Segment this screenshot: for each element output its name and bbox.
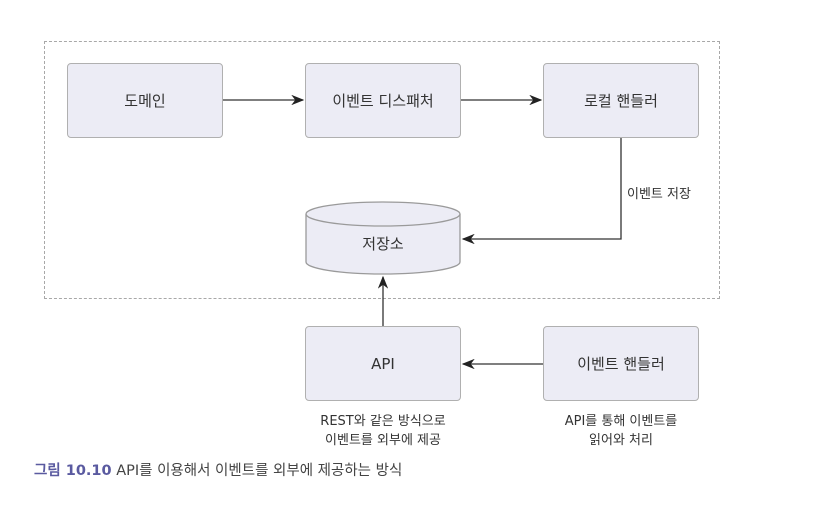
- store-cylinder: [305, 201, 461, 275]
- event-handler-note-line1: API를 통해 이벤트를: [564, 414, 678, 429]
- api-note-line1: REST와 같은 방식으로: [320, 414, 446, 429]
- node-event-handler-label: 이벤트 핸들러: [577, 355, 665, 373]
- api-note: REST와 같은 방식으로 이벤트를 외부에 제공: [283, 412, 483, 450]
- figure-caption-text: API를 이용해서 이벤트를 외부에 제공하는 방식: [111, 463, 403, 479]
- node-domain-label: 도메인: [124, 92, 166, 110]
- node-local-handler-label: 로컬 핸들러: [584, 92, 658, 110]
- arrow-local-handler-to-store: [461, 138, 622, 245]
- system-boundary: [44, 41, 720, 299]
- event-handler-note-line2: 읽어와 처리: [589, 433, 653, 448]
- event-handler-note: API를 통해 이벤트를 읽어와 처리: [521, 412, 721, 450]
- node-event-handler: 이벤트 핸들러: [543, 326, 699, 401]
- api-note-line2: 이벤트를 외부에 제공: [325, 433, 441, 448]
- node-store-label: 저장소: [362, 235, 404, 253]
- figure-number: 그림 10.10: [34, 463, 112, 479]
- node-event-dispatcher: 이벤트 디스패처: [305, 63, 461, 138]
- edge-label-store-event: 이벤트 저장: [627, 187, 691, 202]
- node-local-handler: 로컬 핸들러: [543, 63, 699, 138]
- figure-caption: 그림 10.10 API를 이용해서 이벤트를 외부에 제공하는 방식: [34, 459, 402, 480]
- node-event-dispatcher-label: 이벤트 디스패처: [332, 92, 434, 110]
- node-domain: 도메인: [67, 63, 223, 138]
- node-api: API: [305, 326, 461, 401]
- node-api-label: API: [371, 354, 395, 373]
